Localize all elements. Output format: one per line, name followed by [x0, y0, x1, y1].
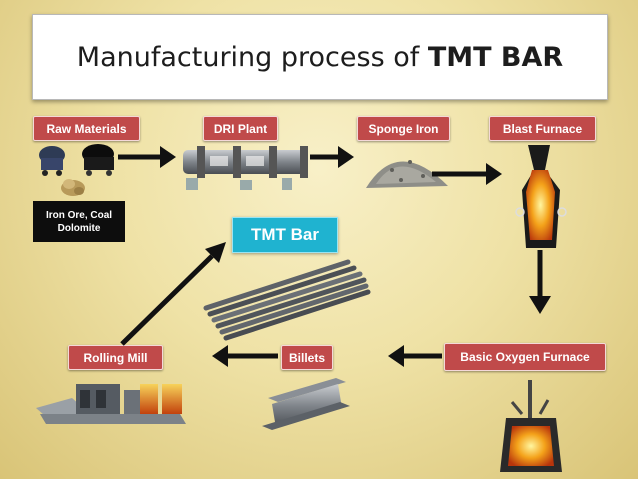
- arrow-head-blast-to-bof: [529, 296, 551, 314]
- arrow-rolling-to-tmt: [120, 254, 214, 346]
- arrow-head-bof-to-billets: [388, 345, 404, 367]
- title-box: Manufacturing process of TMT BAR: [32, 14, 608, 100]
- label-sponge-iron: Sponge Iron: [357, 116, 450, 141]
- sponge-iron-illustration: [366, 160, 448, 188]
- arrow-head-raw-to-dri: [160, 146, 176, 168]
- raw-materials-illustration: [39, 144, 114, 196]
- page-title: Manufacturing process of TMT BAR: [77, 42, 563, 73]
- blast-furnace-illustration: [515, 145, 567, 248]
- billets-illustration: [262, 378, 350, 430]
- flow-arrows: [118, 146, 551, 367]
- arrow-head-billets-to-rolling: [212, 345, 228, 367]
- arrow-head-sponge-to-blast: [486, 163, 502, 185]
- note-line-2: Dolomite: [57, 222, 101, 234]
- basic-oxygen-furnace-illustration: [500, 380, 562, 472]
- tmt-bars-illustration: [203, 259, 371, 341]
- title-bold: TMT BAR: [427, 41, 564, 73]
- label-blast-furnace: Blast Furnace: [489, 116, 596, 141]
- label-tmt-bar: TMT Bar: [232, 217, 338, 253]
- title-prefix: Manufacturing process of: [76, 41, 428, 73]
- label-basic-oxygen-furnace: Basic Oxygen Furnace: [444, 343, 606, 371]
- arrow-head-dri-to-sponge: [338, 146, 354, 168]
- label-raw-materials: Raw Materials: [33, 116, 140, 141]
- dri-plant-illustration: [183, 146, 308, 190]
- label-rolling-mill: Rolling Mill: [68, 345, 163, 370]
- arrow-head-rolling-to-tmt: [205, 242, 226, 263]
- raw-materials-note: Iron Ore, Coal Dolomite: [33, 201, 125, 242]
- note-line-1: Iron Ore, Coal: [45, 209, 113, 221]
- rolling-mill-illustration: [36, 384, 186, 424]
- label-billets: Billets: [281, 345, 333, 370]
- label-dri-plant: DRI Plant: [203, 116, 278, 141]
